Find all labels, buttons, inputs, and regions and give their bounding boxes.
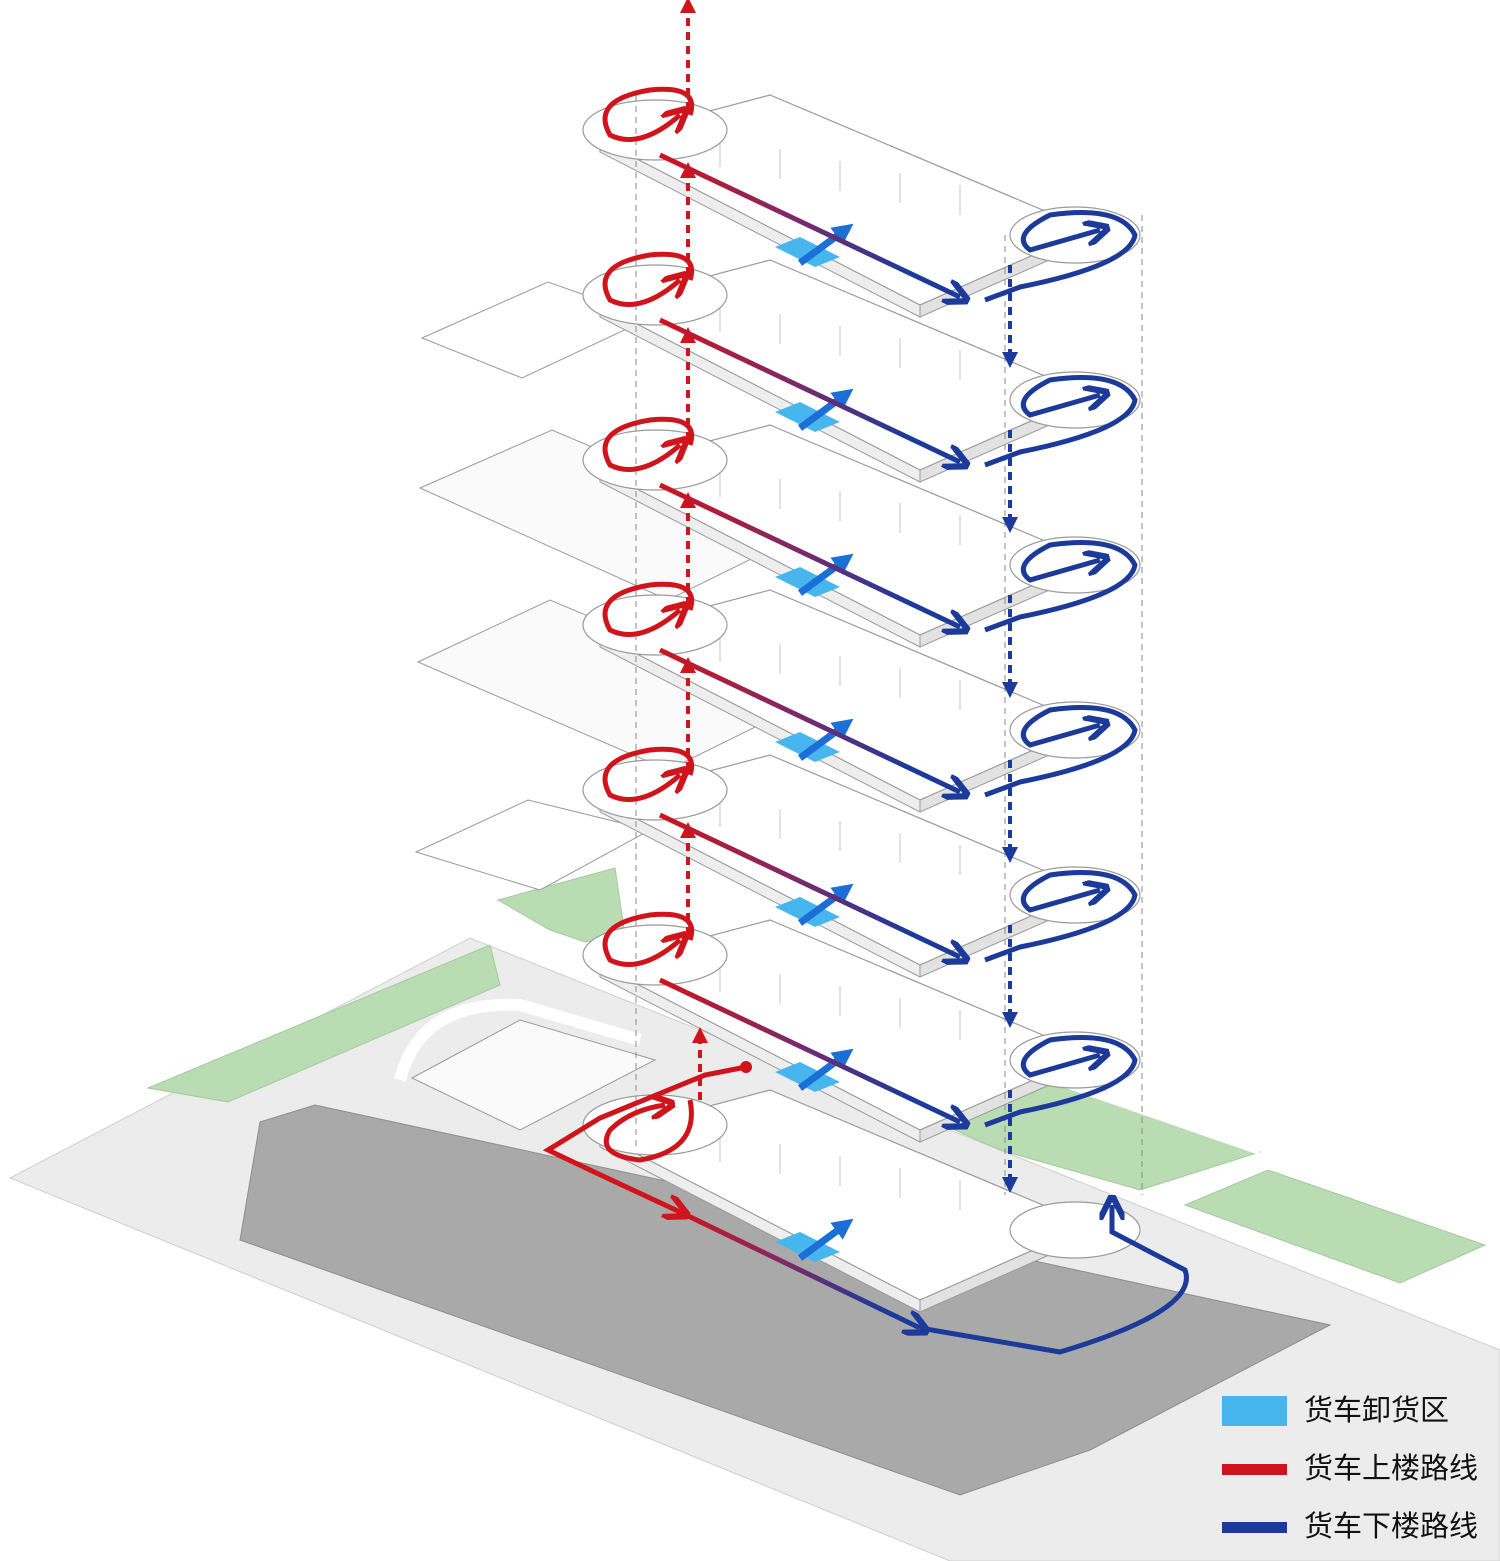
- route-down-loop: [984, 375, 1138, 468]
- legend-item-route-down: 货车下楼路线: [1222, 1506, 1492, 1561]
- unloading-arrow: [797, 883, 854, 926]
- route-ground-entry: [542, 1064, 747, 1212]
- level-route-5: [602, 327, 1138, 698]
- unloading-zone: [775, 237, 840, 267]
- legend: 货车卸货区 货车上楼路线 货车下楼路线: [1222, 1390, 1492, 1561]
- route-up-loop: [602, 251, 694, 307]
- site-road-curve: [394, 998, 642, 1082]
- legend-label-route-up: 货车上楼路线: [1304, 1451, 1479, 1485]
- unloading-zone: [775, 567, 840, 597]
- route-down-loop: [984, 1035, 1138, 1128]
- route-down-swatch: [1222, 1522, 1287, 1533]
- legend-item-route-up: 货车上楼路线: [1222, 1448, 1492, 1506]
- ground-pavilion: [410, 1019, 657, 1131]
- route-through-floor: [658, 317, 960, 462]
- route-down-loop: [984, 210, 1138, 303]
- route-ground-out-loop: [919, 1205, 1189, 1355]
- green-space-left: [146, 944, 501, 1103]
- unloading-zone: [775, 1232, 840, 1262]
- unloading-arrow: [797, 718, 854, 761]
- route-down-loop: [984, 870, 1138, 963]
- vertical-guides: [635, 95, 1143, 1195]
- truck-routes: [602, 0, 1138, 1193]
- road-dark: [239, 1104, 1332, 1496]
- route-through-floor: [658, 152, 960, 297]
- route-ground-exit: [678, 1209, 920, 1328]
- level-route-7: [602, 0, 1138, 368]
- side-floor-plates: [410, 281, 802, 1131]
- level-route-4: [602, 492, 1138, 863]
- level-route-6: [602, 162, 1138, 533]
- route-through-floor: [658, 977, 960, 1122]
- route-up-loop: [602, 416, 694, 472]
- route-through-floor: [658, 482, 960, 627]
- unloading-zone: [775, 402, 840, 432]
- route-up-loop: [602, 746, 694, 802]
- route-down-loop: [984, 705, 1138, 798]
- route-up-loop: [602, 86, 694, 142]
- unloading-arrow: [797, 1218, 854, 1261]
- route-up-loop: [602, 581, 694, 637]
- unloading-zone: [775, 897, 840, 927]
- floor-plate-6: [582, 259, 1141, 483]
- route-ground-inner-loop: [603, 1100, 694, 1163]
- level-route-3: [602, 657, 1138, 1028]
- unloading-arrow: [797, 223, 854, 266]
- route-down-loop: [984, 540, 1138, 633]
- level-route-2: [602, 822, 1138, 1193]
- unloading-zone: [775, 1062, 840, 1092]
- green-space-right: [1183, 1169, 1487, 1284]
- unloading-zone-swatch: [1222, 1396, 1287, 1426]
- legend-label-unloading-zone: 货车卸货区: [1304, 1393, 1450, 1427]
- route-up-swatch: [1222, 1464, 1287, 1475]
- route-up-loop: [602, 911, 694, 967]
- unloading-arrow: [797, 1048, 854, 1091]
- route-through-floor: [658, 812, 960, 957]
- unloading-arrow: [797, 553, 854, 596]
- route-through-floor: [658, 647, 960, 792]
- ramp-loop-right: [1009, 1201, 1141, 1259]
- legend-item-unloading-zone: 货车卸货区: [1222, 1390, 1492, 1448]
- legend-label-route-down: 货车下楼路线: [1304, 1509, 1479, 1543]
- unloading-arrow: [797, 388, 854, 431]
- unloading-zone: [775, 732, 840, 762]
